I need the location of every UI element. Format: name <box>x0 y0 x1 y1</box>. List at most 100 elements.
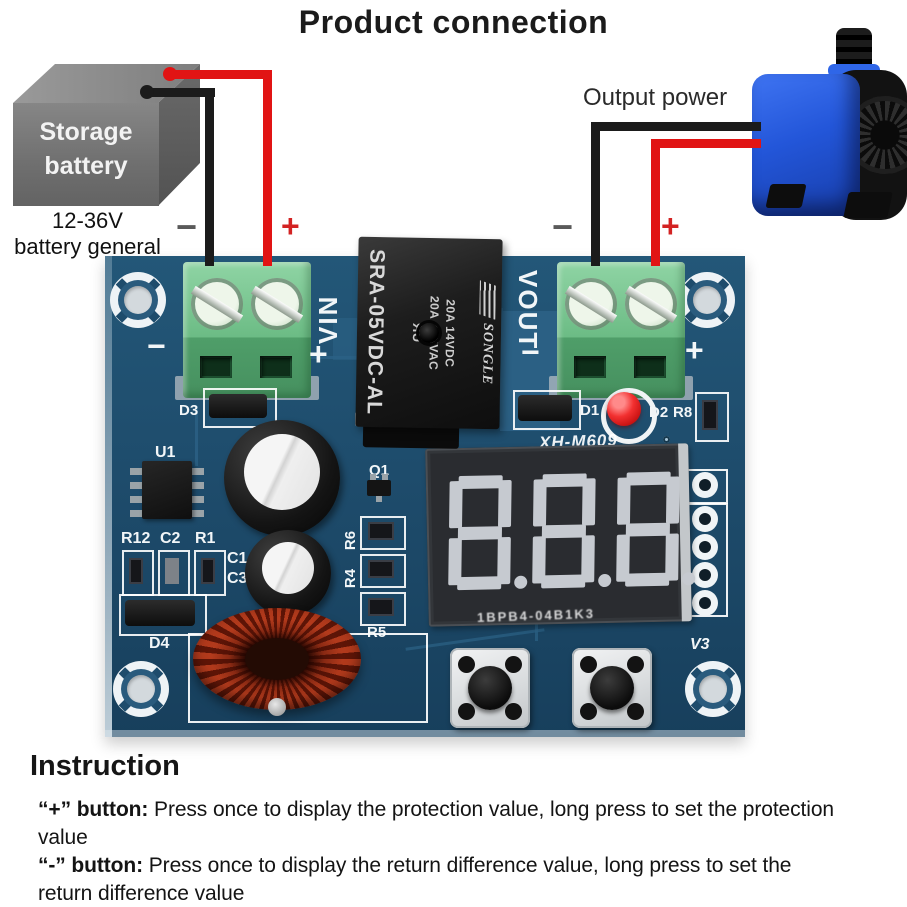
d2-label: D2 <box>649 404 669 421</box>
output-power-label: Output power <box>583 84 728 111</box>
vout-minus-silkscreen: − <box>521 334 540 370</box>
display-digit-1 <box>448 475 528 591</box>
pcb-via <box>663 436 670 443</box>
c3-label: C3 <box>227 570 248 587</box>
battery-caption: 12-36V battery general <box>14 208 161 260</box>
ic-pin <box>192 482 204 489</box>
d4-bracket <box>119 594 207 636</box>
capacitor-small <box>245 530 331 616</box>
hole-bore <box>124 286 152 314</box>
vin-plus-silkscreen: + <box>309 336 328 372</box>
minus-button-term: “-” button: <box>38 854 144 877</box>
display-segment <box>449 480 463 529</box>
page-title: Product connection <box>298 4 609 40</box>
display-segment <box>541 524 586 539</box>
battery-negative-wire-horizontal <box>145 88 215 97</box>
battery-front-face <box>13 103 159 206</box>
d3-diode <box>209 394 267 418</box>
r12-smd <box>129 558 143 584</box>
ic-pin <box>130 468 142 475</box>
display-segment <box>457 576 502 591</box>
header-pad <box>692 562 718 588</box>
vin-screw-negative <box>191 278 243 330</box>
output-negative-wire-vertical <box>591 122 600 266</box>
r8-smd <box>702 400 718 430</box>
songle-logo <box>479 280 496 320</box>
vin-screw-positive <box>251 278 303 330</box>
display-segment <box>625 572 670 587</box>
r5-bracket <box>360 592 406 626</box>
instruction-item-plus: “+” button: Press once to display the pr… <box>38 796 838 852</box>
c1-label: C1 <box>227 550 248 567</box>
battery-label: Storage battery <box>39 118 133 180</box>
capacitor-top <box>244 434 320 510</box>
r5-smd <box>368 598 394 616</box>
instruction-heading: Instruction <box>30 750 180 782</box>
display-segment <box>581 478 596 526</box>
hole-bore <box>699 675 727 703</box>
output-negative-wire-horizontal <box>591 122 761 131</box>
header-pad <box>692 534 718 560</box>
water-pump-illustration <box>750 28 907 220</box>
d1-bracket <box>513 390 581 430</box>
battery-positive-terminal-dot <box>163 67 177 81</box>
button-corner-pin <box>627 703 644 720</box>
relay-part-number: SRA-05VDC-AL <box>362 248 389 416</box>
r6-label: R6 <box>342 530 360 551</box>
d3-bracket <box>203 388 277 428</box>
vin-minus-silkscreen: − <box>147 328 166 364</box>
r8-bracket <box>695 392 729 442</box>
vout-plus-silkscreen: + <box>685 332 704 368</box>
mounting-hole-bottom-right <box>685 661 741 717</box>
pcb-bottom-edge <box>105 730 745 737</box>
r6-bracket <box>360 516 406 550</box>
pump-foot <box>843 192 893 218</box>
xh-m609-pcb: VIN − + VOUT − + SONGLE 20A 14VDC 20A <box>105 236 745 737</box>
d1-label: D1 <box>580 402 600 419</box>
display-segment <box>542 473 587 488</box>
hole-bore <box>693 286 721 314</box>
display-segment <box>541 574 586 589</box>
led-base-ring <box>601 388 657 444</box>
button-corner-pin <box>580 656 597 673</box>
vin-terminal-block <box>183 262 311 398</box>
minus-button-description: Press once to display the return differe… <box>38 854 792 905</box>
capacitor-large <box>224 420 340 536</box>
battery-positive-wire-horizontal <box>168 70 272 79</box>
pcb-trace <box>195 406 198 466</box>
toroid-inductor <box>193 608 361 716</box>
r4-label: R4 <box>342 568 360 589</box>
terminal-wire-slot <box>634 356 666 378</box>
q1-transistor <box>367 480 391 496</box>
relay: SONGLE 20A 14VDC 20A 125VAC ЯU SRA-05VDC… <box>355 236 503 430</box>
r6-smd <box>368 522 394 540</box>
display-segment <box>458 475 503 490</box>
instruction-item-minus: “-” button: Press once to display the re… <box>38 852 838 907</box>
hole-bore <box>127 675 155 703</box>
r4-smd <box>368 560 394 578</box>
r5-label: R5 <box>367 624 387 641</box>
header-pad <box>692 472 718 498</box>
ic-pin <box>192 496 204 503</box>
r1-label: R1 <box>195 530 216 547</box>
mounting-hole-top-left <box>110 272 166 328</box>
display-segment <box>532 536 546 584</box>
transistor-pin <box>376 496 382 502</box>
pump-foot <box>765 184 807 208</box>
display-segment <box>532 479 547 527</box>
button-corner-pin <box>627 656 644 673</box>
battery-negative-terminal-dot <box>140 85 154 99</box>
header-pad <box>692 506 718 532</box>
d4-label: D4 <box>149 635 170 652</box>
inductor-core <box>245 638 309 680</box>
input-minus-mark: − <box>176 206 198 247</box>
u1-label: U1 <box>155 444 176 461</box>
pcb-trace <box>255 356 425 359</box>
input-plus-mark: + <box>281 208 300 244</box>
button-corner-pin <box>458 703 475 720</box>
display-segment <box>616 534 630 582</box>
button-corner-pin <box>580 703 597 720</box>
ic-pin <box>192 468 204 475</box>
display-digit-3 <box>616 471 696 587</box>
transistor-pin <box>370 474 376 480</box>
